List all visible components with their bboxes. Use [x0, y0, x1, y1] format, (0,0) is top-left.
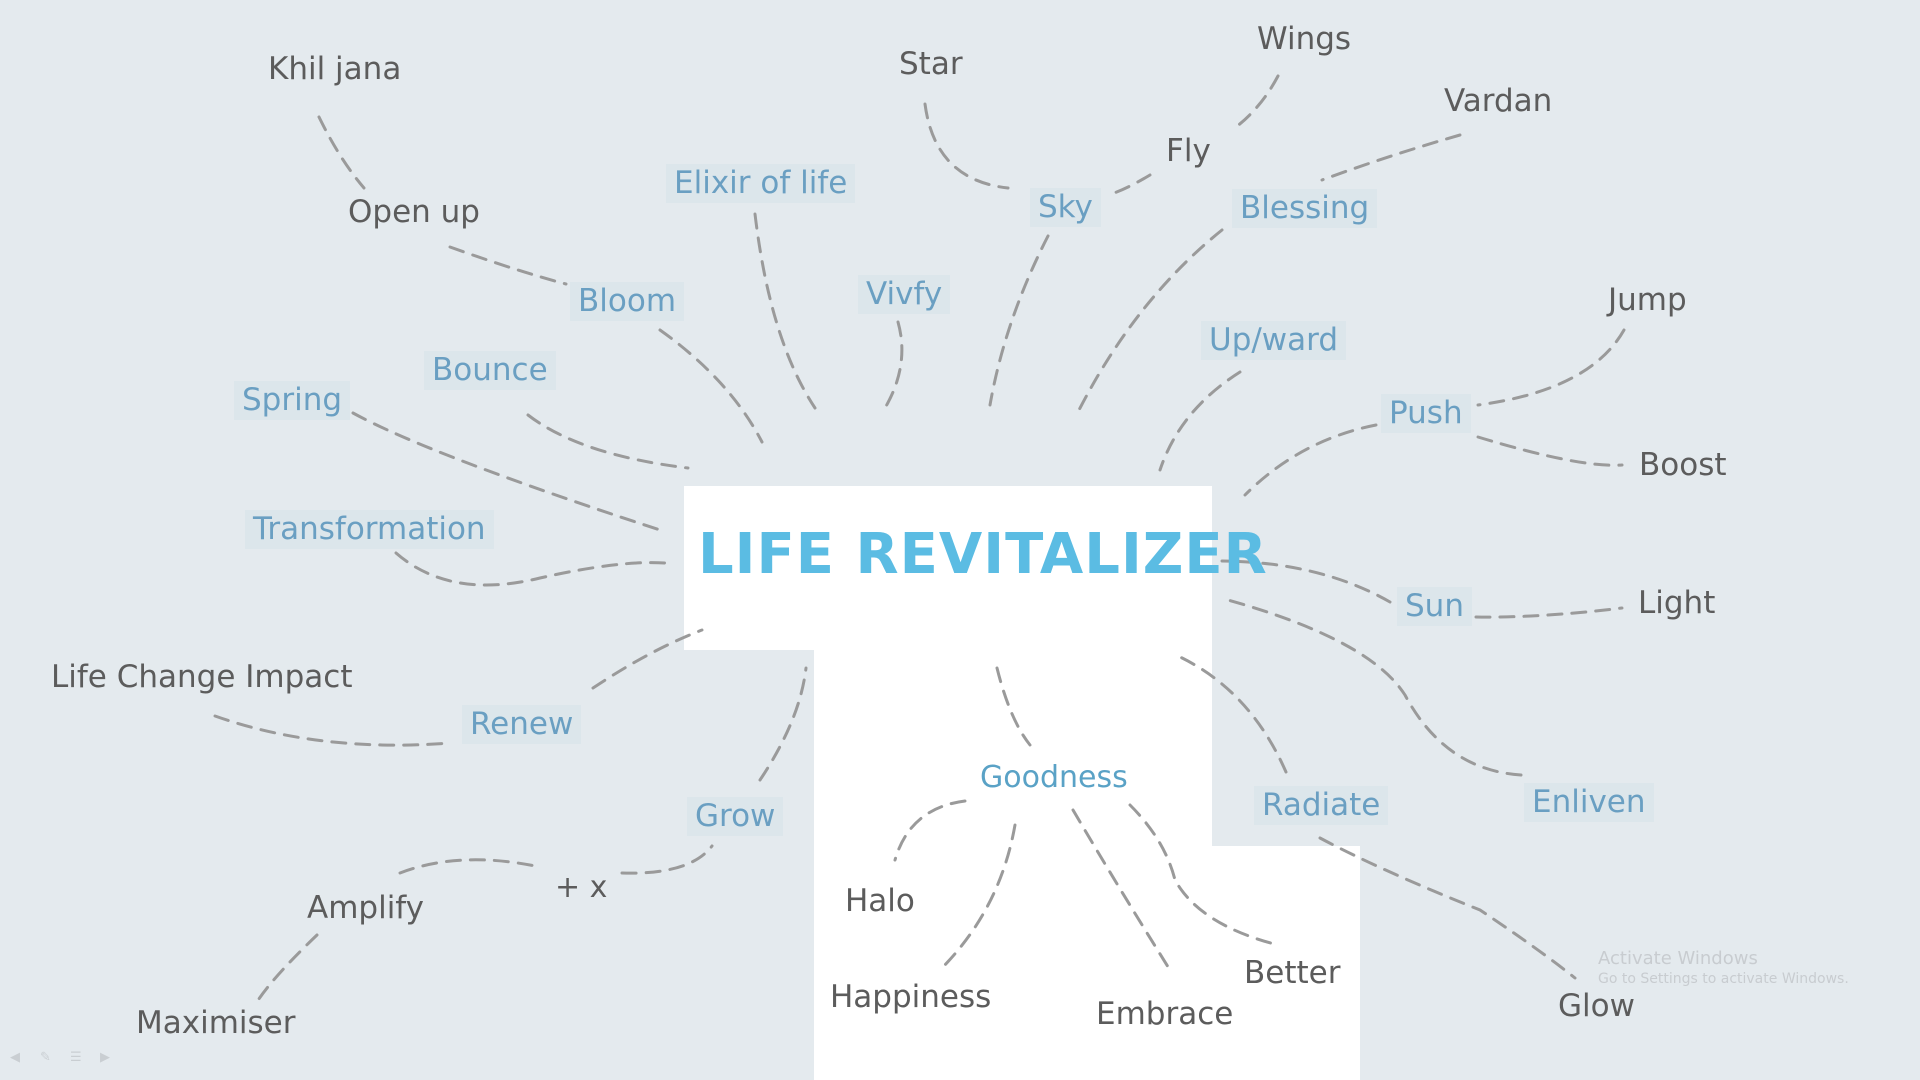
word-blessing: Blessing	[1232, 189, 1378, 228]
word-vivfy: Vivfy	[858, 275, 951, 314]
word-fly: Fly	[1166, 133, 1211, 169]
word-embrace: Embrace	[1096, 996, 1234, 1032]
watermark-subtitle: Go to Settings to activate Windows.	[1598, 970, 1849, 987]
word-khil-jana: Khil jana	[268, 51, 402, 87]
word-spring: Spring	[234, 381, 351, 420]
word-glow: Glow	[1558, 988, 1635, 1024]
word-amplify: Amplify	[307, 890, 425, 926]
link-push-boost	[1476, 435, 1624, 467]
word-bloom: Bloom	[570, 282, 685, 321]
word-enliven: Enliven	[1524, 783, 1654, 822]
word-boost: Boost	[1639, 447, 1727, 483]
word-wings: Wings	[1257, 21, 1352, 57]
word-bounce: Bounce	[424, 351, 556, 390]
link-renew-center	[591, 628, 704, 690]
word-open-up: Open up	[348, 194, 480, 230]
word-elixir-of-life: Elixir of life	[666, 164, 856, 203]
link-fly-sky	[1106, 173, 1152, 197]
word-light: Light	[1638, 585, 1716, 621]
lower-right-panel	[1200, 846, 1360, 1080]
previous-arrow-icon[interactable]: ◀	[10, 1050, 20, 1065]
activate-windows-watermark: Activate Windows Go to Settings to activ…	[1598, 948, 1849, 988]
word-happiness: Happiness	[830, 979, 992, 1015]
link-radiate-center	[1176, 654, 1288, 774]
word-upward: Up/ward	[1201, 321, 1347, 360]
word-grow: Grow	[687, 797, 784, 836]
menu-icon[interactable]: ☰	[70, 1050, 82, 1065]
watermark-title: Activate Windows	[1598, 948, 1758, 969]
link-grow-center	[758, 666, 808, 782]
center-panel	[684, 486, 1212, 650]
slideshow-toolbar: ◀ ✎ ☰ ▶	[10, 1050, 116, 1065]
word-jump: Jump	[1608, 282, 1687, 318]
link-spring-center	[351, 411, 662, 532]
link-amplify-ops	[398, 858, 542, 875]
link-ops-grow	[620, 844, 714, 875]
link-goodness-happiness	[938, 823, 1017, 972]
link-star-sky	[923, 102, 1010, 190]
link-khiljana-openup	[317, 115, 366, 190]
link-elixir-center	[753, 212, 817, 410]
word-star: Star	[899, 46, 963, 82]
link-radiate-glow	[1318, 836, 1577, 980]
link-upward-center	[1158, 370, 1242, 472]
word-sun: Sun	[1397, 587, 1472, 626]
word-life-change-impact: Life Change Impact	[51, 659, 353, 695]
link-goodness-center	[995, 666, 1032, 747]
pen-icon[interactable]: ✎	[40, 1050, 51, 1065]
link-enliven-center	[1226, 598, 1523, 777]
link-transformation-center	[394, 551, 667, 587]
word-push: Push	[1381, 394, 1471, 433]
link-sun-center	[1220, 559, 1392, 604]
next-arrow-icon[interactable]: ▶	[100, 1050, 110, 1065]
link-amplify-maximiser	[253, 933, 319, 1007]
word-maximiser: Maximiser	[136, 1005, 296, 1041]
link-vardan-blessing	[1320, 133, 1462, 182]
link-sky-center	[988, 234, 1050, 407]
sub-hub-goodness: Goodness	[980, 760, 1128, 795]
word-better: Better	[1244, 955, 1341, 991]
link-blessing-center	[1076, 228, 1224, 414]
operators-label: + x	[555, 870, 608, 905]
word-halo: Halo	[845, 883, 915, 919]
link-wings-fly	[1230, 74, 1280, 132]
link-lifechange-renew	[213, 714, 452, 747]
link-goodness-halo	[893, 799, 967, 862]
link-bounce-center	[526, 413, 690, 470]
word-transformation: Transformation	[245, 510, 494, 549]
link-goodness-better	[1128, 803, 1280, 947]
link-jump-push	[1476, 328, 1626, 407]
word-radiate: Radiate	[1254, 786, 1389, 825]
central-topic: LIFE REVITALIZER	[698, 522, 1268, 587]
link-openup-bloom	[448, 245, 568, 286]
link-push-center	[1243, 423, 1378, 497]
word-vardan: Vardan	[1444, 83, 1553, 119]
word-renew: Renew	[462, 705, 582, 744]
link-bloom-center	[658, 328, 764, 444]
link-sun-light	[1474, 606, 1624, 619]
link-vivfy-center	[883, 320, 904, 410]
word-sky: Sky	[1030, 188, 1101, 227]
